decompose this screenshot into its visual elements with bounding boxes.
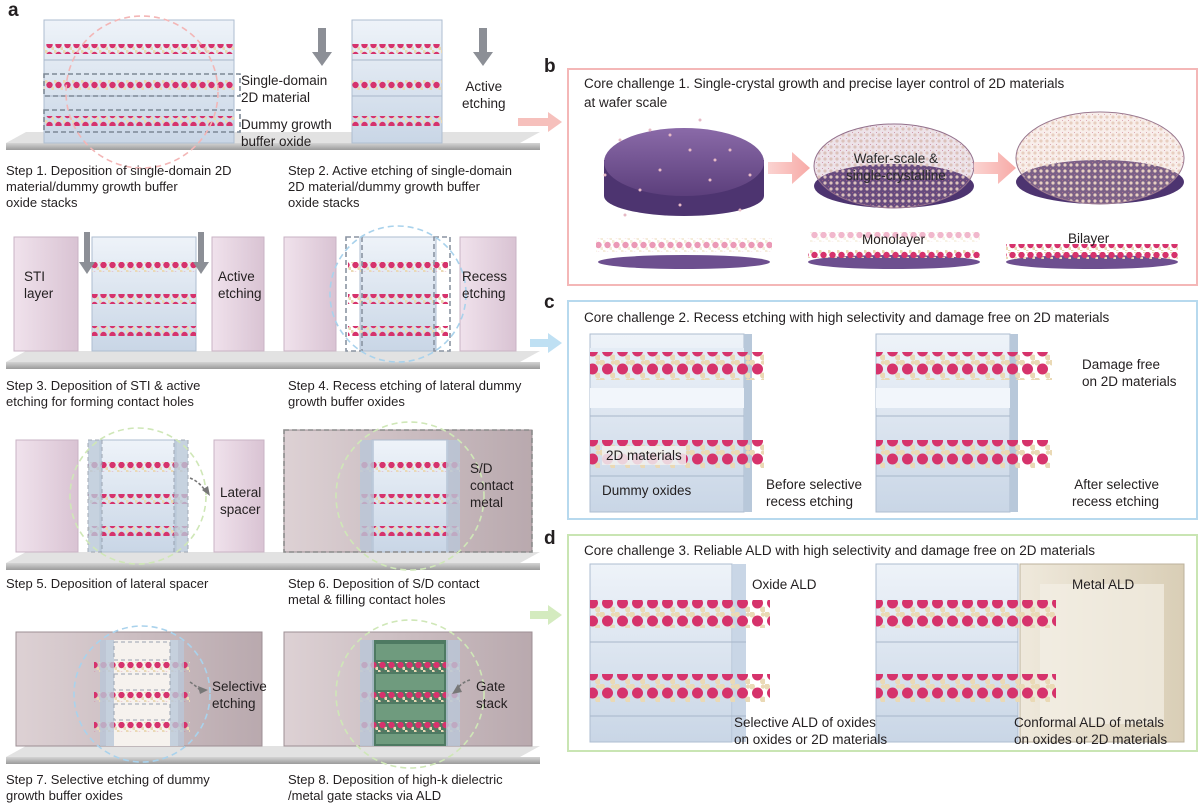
panel-c-frame xyxy=(567,300,1198,520)
panel-d-label-conformal-ald: Conformal ALD of metals on oxides or 2D … xyxy=(1014,715,1168,747)
step4-caption: Step 4. Recess etching of lateral dummy … xyxy=(288,378,522,409)
panel-b-label-wafer-scale: Wafer-scale & single-crystalline xyxy=(846,151,946,183)
panel-b-frame xyxy=(567,68,1198,286)
panel-d-label-metal-ald: Metal ALD xyxy=(1072,577,1135,592)
panel-d-title: Core challenge 3. Reliable ALD with high… xyxy=(584,543,1096,558)
step5-diagram xyxy=(6,427,540,570)
panel-c-label-before: Before selective recess etching xyxy=(766,477,863,509)
step6-label-sd-metal: S/D contact metal xyxy=(470,461,514,510)
step2-caption: Step 2. Active etching of single-domain … xyxy=(288,163,513,210)
panel-c-label-damage-free: Damage free on 2D materials xyxy=(1082,357,1177,389)
step7-caption: Step 7. Selective etching of dummy growt… xyxy=(6,772,210,803)
step3-caption: Step 3. Deposition of STI & active etchi… xyxy=(6,378,201,409)
panel-b-label-monolayer: Monolayer xyxy=(862,232,926,247)
panel-d-label-selective-ald: Selective ALD of oxides on oxides or 2D … xyxy=(734,715,888,747)
step3-label-sti: STI layer xyxy=(24,269,54,301)
panel-a-letter: a xyxy=(8,0,19,21)
panel-c-label-after: After selective recess etching xyxy=(1072,477,1160,509)
step6-diagram xyxy=(283,421,533,571)
arrow-to-c xyxy=(530,333,562,353)
step5-label-lateral-spacer: Lateral spacer xyxy=(220,485,262,517)
panel-b-title: Core challenge 1. Single-crystal growth … xyxy=(584,76,1065,91)
step1-label-buffer-oxide: Dummy growth buffer oxide xyxy=(241,117,332,149)
panel-d-label-oxide-ald: Oxide ALD xyxy=(752,577,817,592)
arrow-to-b xyxy=(518,112,562,132)
panel-d-graphics xyxy=(589,563,1185,743)
panel-d-frame xyxy=(567,534,1198,752)
panel-c-title: Core challenge 2. Recess etching with hi… xyxy=(584,310,1110,325)
step8-diagram xyxy=(283,619,533,769)
panel-c-letter: c xyxy=(544,292,555,313)
step7-label-selective-etching: Selective etching xyxy=(212,679,267,711)
arrow-to-d xyxy=(530,605,562,625)
step4-label-recess-etching: Recess etching xyxy=(462,269,508,301)
step1-caption: Step 1. Deposition of single-domain 2D m… xyxy=(6,163,232,210)
step1-label-2d-material: Single-domain 2D material xyxy=(241,73,328,105)
panel-b-letter: b xyxy=(544,56,556,77)
step6-caption: Step 6. Deposition of S/D contact metal … xyxy=(288,576,480,607)
panel-c-graphics xyxy=(589,333,1052,513)
panel-b-label-bilayer: Bilayer xyxy=(1068,231,1110,246)
panel-b-graphics xyxy=(596,111,1185,269)
step1-diagram xyxy=(6,15,540,169)
panel-c-label-2d-materials: 2D materials xyxy=(602,446,686,465)
panel-c-label-dummy-oxides: Dummy oxides xyxy=(602,483,692,498)
panel-b-title-line2: at wafer scale xyxy=(584,95,668,110)
step3-diagram xyxy=(6,232,540,369)
step5-caption: Step 5. Deposition of lateral spacer xyxy=(6,576,209,591)
step2-diagram xyxy=(312,19,493,144)
step2-label-active-etching: Active etching xyxy=(462,79,506,111)
panel-d-letter: d xyxy=(544,528,556,549)
step8-caption: Step 8. Deposition of high-k dielectric … xyxy=(288,772,503,803)
step3-label-active-etching: Active etching xyxy=(218,269,262,301)
step4-diagram xyxy=(283,225,517,363)
step7-diagram xyxy=(6,625,540,764)
step8-label-gate-stack: Gate stack xyxy=(476,679,508,711)
